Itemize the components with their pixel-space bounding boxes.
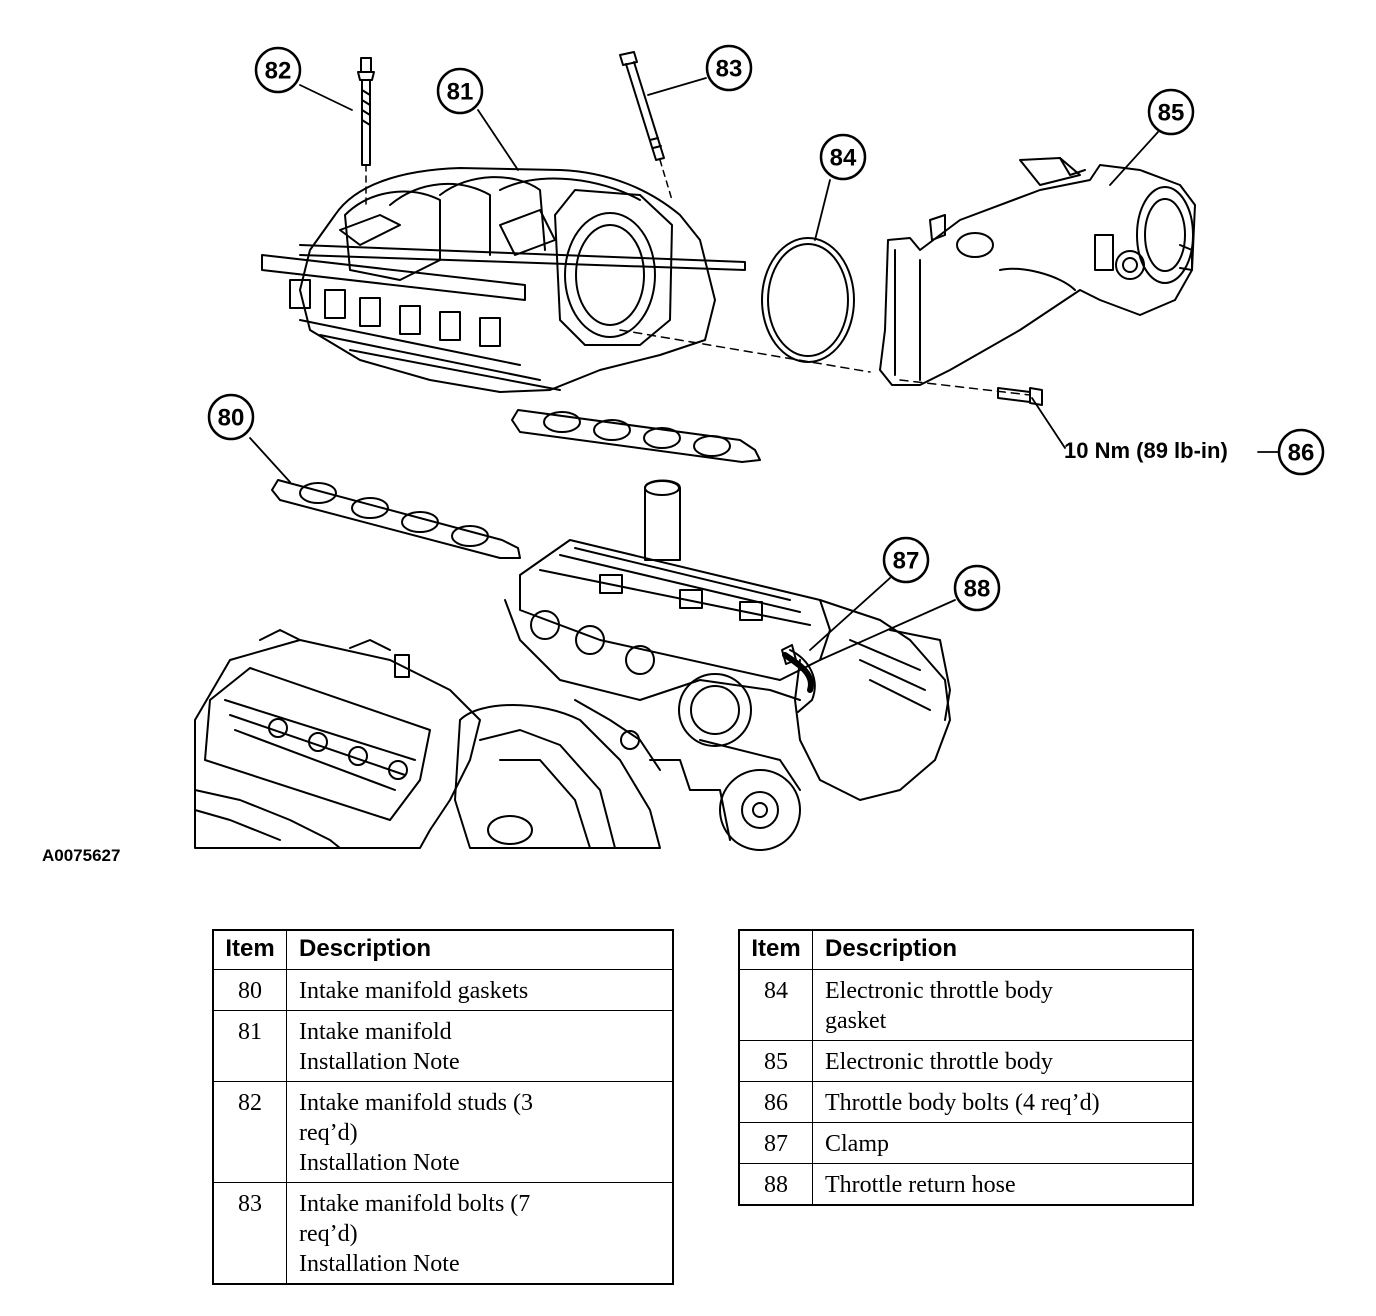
callout-85-circle — [1147, 88, 1195, 136]
exploded-view-diagram: 80 81 82 83 84 85 86 87 88 10 Nm (89 lb-… — [194, 44, 1325, 851]
item-header: Item — [212, 929, 287, 970]
intake-gasket-upper-drawing — [511, 409, 761, 463]
item-number: 84 — [738, 969, 813, 1041]
item-number: 81 — [212, 1010, 287, 1082]
description-header: Description — [812, 929, 1194, 970]
table-header-row: Item Description — [738, 929, 1194, 970]
item-description: Intake manifold studs (3 req’d) Installa… — [286, 1081, 674, 1183]
item-number: 86 — [738, 1081, 813, 1123]
callout-81-label: 81 — [447, 79, 474, 106]
description-line: Electronic throttle body — [825, 1049, 1053, 1075]
installation-note-link[interactable]: Installation Note — [299, 1251, 460, 1277]
item-number: 80 — [212, 969, 287, 1011]
item-description: Throttle body bolts (4 req’d) — [812, 1081, 1194, 1123]
item-number: 82 — [212, 1081, 287, 1183]
manifold-stud-drawing — [357, 57, 375, 206]
callout-84-label: 84 — [830, 145, 857, 172]
item-number: 88 — [738, 1163, 813, 1206]
table-row: 85 Electronic throttle body — [738, 1040, 1194, 1082]
callout-85-label: 85 — [1158, 100, 1185, 127]
callout-82-circle — [254, 46, 302, 94]
callout-81-circle — [436, 67, 484, 115]
callout-88-circle — [953, 564, 1001, 612]
item-description: Intake manifold Installation Note — [286, 1010, 674, 1082]
callout-84-circle — [819, 133, 867, 181]
manifold-bolt-drawing — [619, 51, 673, 201]
description-line: Intake manifold bolts (7 — [299, 1191, 531, 1217]
item-description: Electronic throttle body — [812, 1040, 1194, 1082]
table-row: 82 Intake manifold studs (3 req’d) Insta… — [212, 1081, 674, 1183]
installation-note-link[interactable]: Installation Note — [299, 1049, 460, 1075]
engine-block-drawing — [194, 479, 951, 851]
callout-86-circle — [1277, 428, 1325, 476]
callout-circles — [207, 44, 1325, 612]
callout-labels: 80 81 82 83 84 85 86 87 88 — [218, 56, 1315, 603]
table-row: 83 Intake manifold bolts (7 req’d) Insta… — [212, 1182, 674, 1285]
callout-82-label: 82 — [265, 58, 292, 85]
description-line: req’d) — [299, 1120, 358, 1146]
table-row: 86 Throttle body bolts (4 req’d) — [738, 1081, 1194, 1123]
callout-88-label: 88 — [964, 576, 991, 603]
parts-table-left: Item Description 80 Intake manifold gask… — [212, 929, 674, 1285]
table-row: 81 Intake manifold Installation Note — [212, 1010, 674, 1082]
torque-spec: 10 Nm (89 lb-in) — [1064, 438, 1228, 463]
item-description: Electronic throttle body gasket — [812, 969, 1194, 1041]
description-header: Description — [286, 929, 674, 970]
item-description: Throttle return hose — [812, 1163, 1194, 1206]
throttle-body-gasket-drawing — [761, 237, 855, 363]
description-line: Intake manifold studs (3 — [299, 1090, 533, 1116]
description-line: req’d) — [299, 1221, 358, 1247]
description-line: Throttle body bolts (4 req’d) — [825, 1090, 1100, 1116]
intake-gasket-lower-drawing — [271, 479, 521, 559]
item-description: Clamp — [812, 1122, 1194, 1164]
figure-id: A0075627 — [42, 846, 121, 865]
callout-80-circle — [207, 393, 255, 441]
item-number: 87 — [738, 1122, 813, 1164]
callout-80-label: 80 — [218, 405, 245, 432]
leader-lines — [249, 77, 1279, 661]
description-line: gasket — [825, 1008, 887, 1034]
throttle-body-bolt-drawing — [997, 387, 1043, 406]
table-row: 80 Intake manifold gaskets — [212, 969, 674, 1011]
description-line: Throttle return hose — [825, 1172, 1016, 1198]
installation-note-link[interactable]: Installation Note — [299, 1150, 460, 1176]
table-row: 84 Electronic throttle body gasket — [738, 969, 1194, 1041]
item-number: 83 — [212, 1182, 287, 1285]
item-header: Item — [738, 929, 813, 970]
callout-83-circle — [705, 44, 753, 92]
throttle-body-drawing — [879, 157, 1196, 396]
item-number: 85 — [738, 1040, 813, 1082]
description-line: Clamp — [825, 1131, 889, 1157]
table-row: 87 Clamp — [738, 1122, 1194, 1164]
callout-83-label: 83 — [716, 56, 743, 83]
callout-87-circle — [882, 536, 930, 584]
description-line: Intake manifold — [299, 1019, 452, 1045]
intake-manifold-drawing — [261, 167, 871, 393]
parts-table-right: Item Description 84 Electronic throttle … — [738, 929, 1194, 1206]
item-description: Intake manifold gaskets — [286, 969, 674, 1011]
table-header-row: Item Description — [212, 929, 674, 970]
description-line: Intake manifold gaskets — [299, 978, 529, 1004]
callout-86-label: 86 — [1288, 440, 1315, 467]
callout-87-label: 87 — [893, 548, 920, 575]
description-line: Electronic throttle body — [825, 978, 1053, 1004]
table-row: 88 Throttle return hose — [738, 1163, 1194, 1206]
item-description: Intake manifold bolts (7 req’d) Installa… — [286, 1182, 674, 1285]
